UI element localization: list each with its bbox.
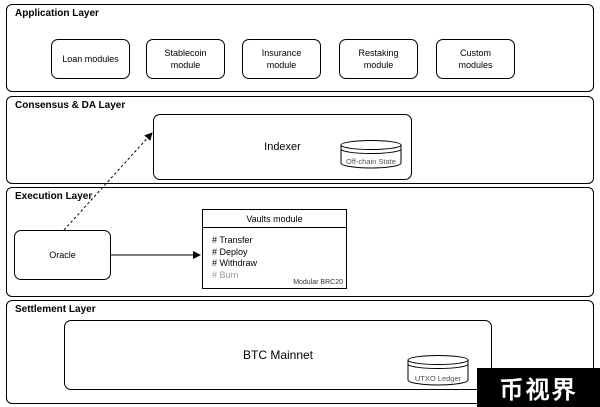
modular-brc20-tag: Modular BRC20 [293, 279, 343, 286]
insurance-module-box: Insurance module [242, 39, 321, 79]
loan-modules-box: Loan modules [51, 39, 130, 79]
vaults-function-list: # Transfer # Deploy # Withdraw # Burn [203, 228, 346, 281]
vault-function-transfer: # Transfer [212, 235, 253, 245]
settlement-layer: Settlement Layer [6, 300, 594, 404]
stablecoin-module-box: Stablecoin module [146, 39, 225, 79]
btc-mainnet-box: BTC Mainnet [64, 320, 492, 390]
application-layer-title: Application Layer [15, 8, 99, 19]
off-chain-state-db: Off-chain State [339, 139, 403, 169]
vault-function-withdraw: # Withdraw [212, 258, 258, 268]
indexer-label: Indexer [264, 141, 301, 153]
utxo-ledger-db: UTXO Ledger [406, 354, 470, 386]
utxo-ledger-label: UTXO Ledger [414, 374, 462, 383]
off-chain-state-label: Off-chain State [346, 157, 396, 166]
database-icon [407, 355, 469, 386]
restaking-module-box: Restaking module [339, 39, 418, 79]
custom-modules-box: Custom modules [436, 39, 515, 79]
consensus-da-layer-title: Consensus & DA Layer [15, 100, 126, 111]
application-layer: Application Layer [6, 4, 594, 92]
vault-function-burn: # Burn [212, 269, 239, 280]
oracle-label: Oracle [49, 250, 76, 260]
vault-function-deploy: # Deploy [212, 246, 248, 257]
vaults-module-box: Vaults module # Transfer # Deploy # With… [202, 209, 347, 289]
settlement-layer-title: Settlement Layer [15, 304, 96, 315]
execution-layer: Execution Layer [6, 187, 594, 297]
execution-layer-title: Execution Layer [15, 191, 93, 202]
watermark-logo: 币视界 [477, 368, 600, 407]
consensus-da-layer: Consensus & DA Layer [6, 96, 594, 184]
btc-mainnet-label: BTC Mainnet [242, 348, 314, 362]
database-icon [340, 140, 402, 169]
vaults-module-title: Vaults module [203, 210, 346, 228]
oracle-box: Oracle [14, 230, 111, 280]
